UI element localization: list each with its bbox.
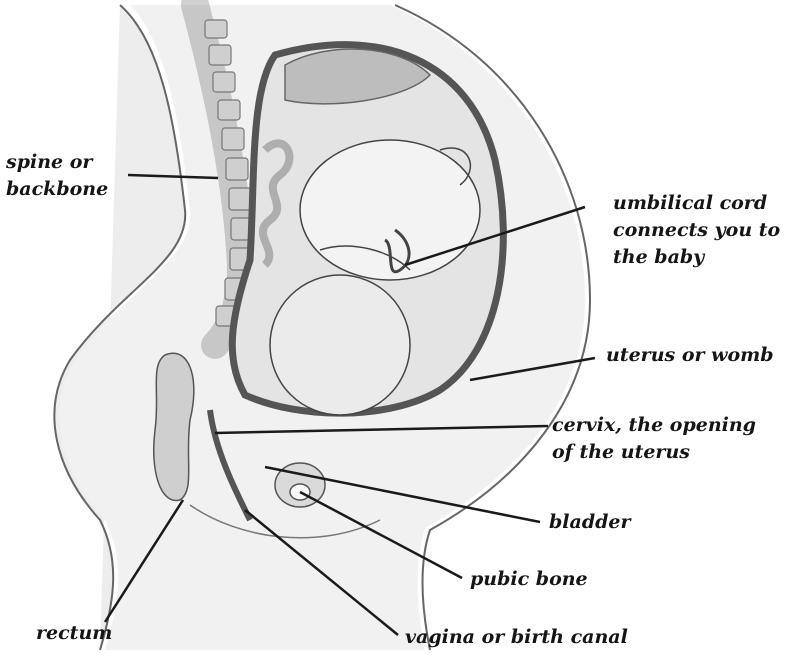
pubic-bone-label: pubic bone [470,566,588,593]
cervix-label: cervix, the opening of the uterus [552,412,756,466]
uterus-label-line-1: uterus or womb [606,342,774,369]
cervix-label-line-2: of the uterus [552,439,756,466]
cervix-label-line-1: cervix, the opening [552,412,756,439]
umbilical-label-line-3: the baby [613,244,780,271]
bladder-label-line-1: bladder [549,509,630,536]
baby-head [270,275,410,415]
spine-label-line-1: spine or [6,149,108,176]
umbilical-cord-label: umbilical cord connects you to the baby [613,190,780,271]
spine-label: spine or backbone [6,149,108,203]
spine-label-line-2: backbone [6,176,108,203]
rectum-label-line-1: rectum [36,620,112,647]
vagina-label: vagina or birth canal [405,624,628,651]
rectum-label: rectum [36,620,112,647]
rectum-shape [154,353,194,500]
umbilical-label-line-2: connects you to [613,217,780,244]
bladder-label: bladder [549,509,630,536]
vagina-label-line-1: vagina or birth canal [405,624,628,651]
umbilical-label-line-1: umbilical cord [613,190,780,217]
uterus-label: uterus or womb [606,342,774,369]
pubic-bone-label-line-1: pubic bone [470,566,588,593]
